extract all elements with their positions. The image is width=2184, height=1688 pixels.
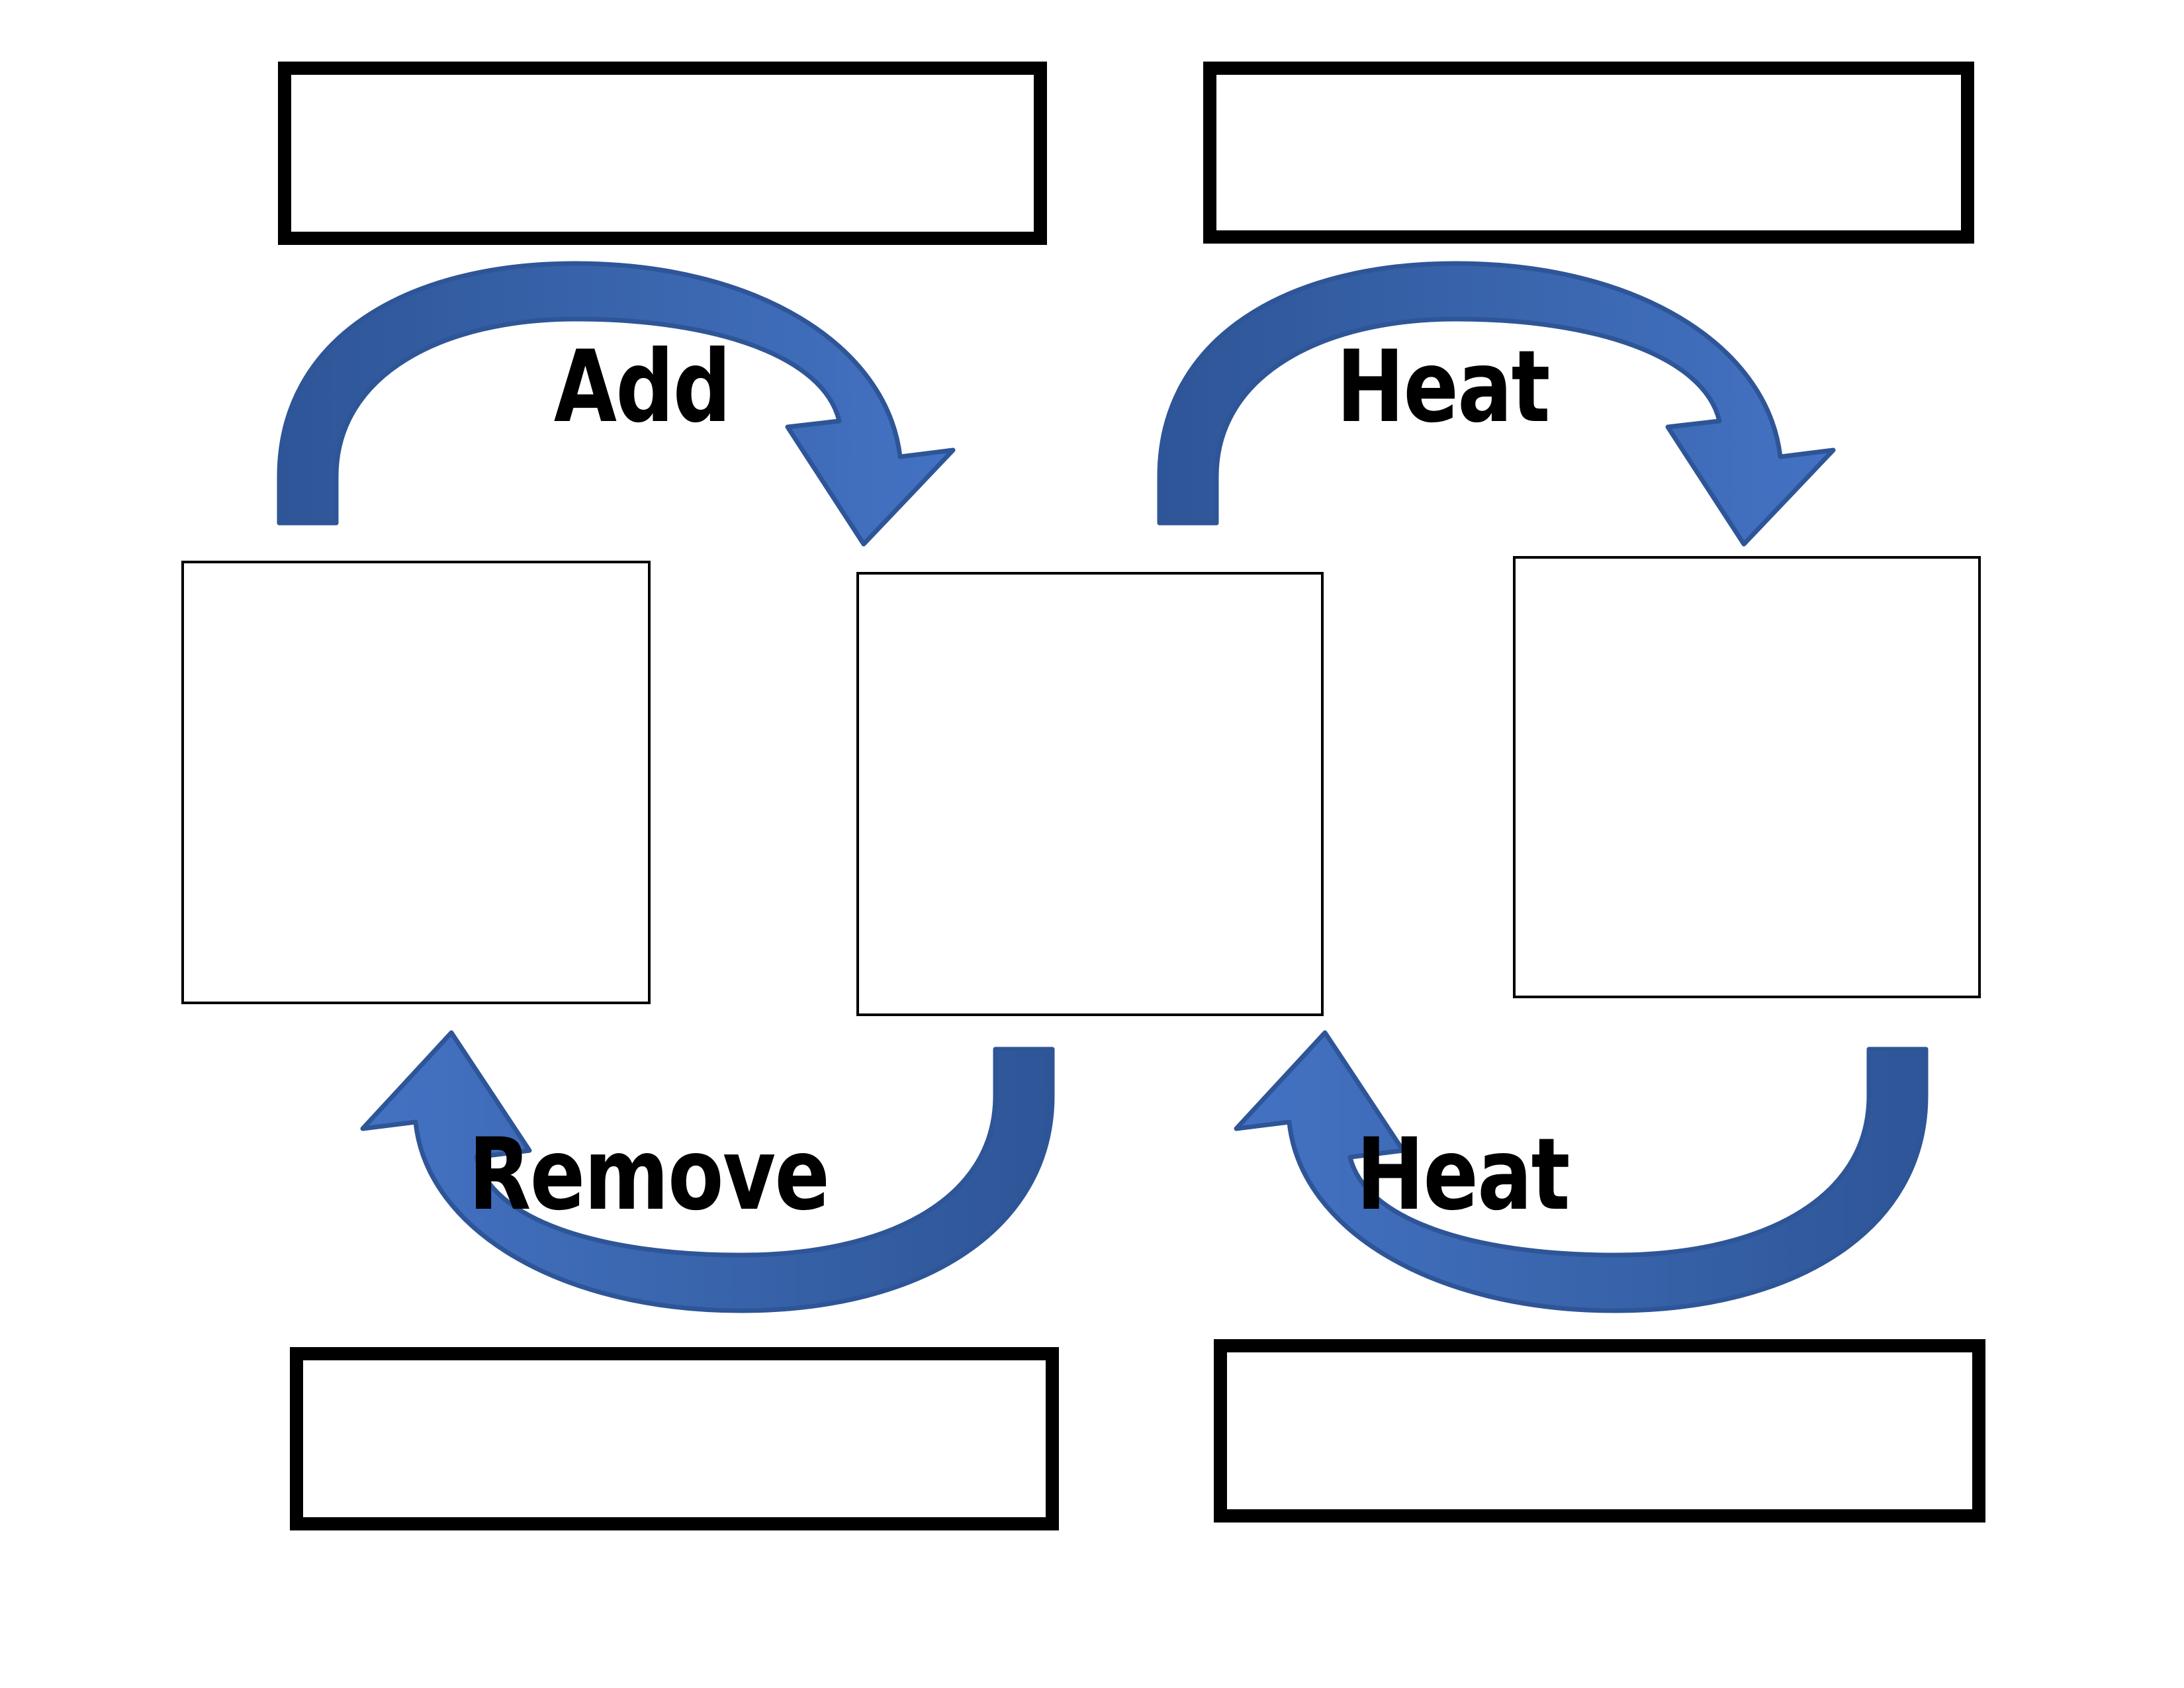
box-middle-left[interactable] bbox=[181, 561, 651, 1004]
box-middle-center[interactable] bbox=[856, 572, 1324, 1016]
box-middle-right[interactable] bbox=[1513, 556, 1981, 998]
arrow-label-add: Add bbox=[553, 330, 731, 445]
arrow-label-heat-bottom: Heat bbox=[1356, 1117, 1570, 1233]
curved-arrow-heat-bottom-icon bbox=[1234, 1030, 1929, 1313]
box-top-left[interactable] bbox=[278, 62, 1047, 245]
box-bottom-left[interactable] bbox=[290, 1347, 1059, 1530]
curved-arrow-heat-top-icon bbox=[1157, 261, 1836, 547]
box-bottom-right[interactable] bbox=[1214, 1339, 1985, 1523]
arrow-label-heat-top: Heat bbox=[1336, 330, 1550, 445]
box-top-right[interactable] bbox=[1203, 62, 1974, 244]
curved-arrow-remove-icon bbox=[360, 1030, 1055, 1313]
curved-arrow-add-icon bbox=[277, 261, 956, 547]
arrow-label-remove: Remove bbox=[468, 1117, 830, 1233]
